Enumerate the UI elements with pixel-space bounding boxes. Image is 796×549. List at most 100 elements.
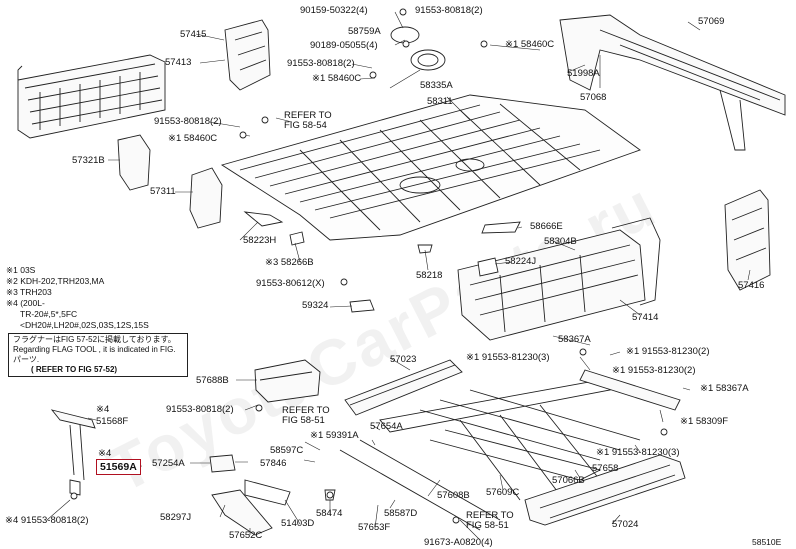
label-58587D[interactable]: 58587D bbox=[384, 508, 418, 519]
reference-link[interactable]: ( REFER TO FIG 57-52) bbox=[31, 365, 118, 374]
part-57413-panel bbox=[17, 54, 166, 139]
label-57413[interactable]: 57413 bbox=[165, 57, 192, 68]
label-58223H[interactable]: 58223H bbox=[243, 235, 277, 246]
note-4b: TR-20#,5*,5FC bbox=[20, 309, 78, 319]
label-91553h[interactable]: ※1 91553-81230(3) bbox=[596, 447, 680, 458]
label-57415[interactable]: 57415 bbox=[180, 29, 207, 40]
label-51568F-note: ※4 bbox=[96, 404, 110, 415]
label-58759A[interactable]: 58759A bbox=[348, 26, 381, 37]
part-58266B bbox=[289, 231, 305, 246]
label-58311[interactable]: 58311 bbox=[427, 96, 453, 107]
label-91673[interactable]: 91673-A0820(4) bbox=[424, 537, 493, 548]
label-57254A[interactable]: 57254A bbox=[152, 458, 185, 469]
label-57069[interactable]: 57069 bbox=[698, 16, 725, 27]
label-91553b[interactable]: 91553-80818(2) bbox=[415, 5, 483, 16]
part-51569A-rod bbox=[69, 424, 85, 481]
part-58666E bbox=[481, 221, 521, 234]
label-51403D[interactable]: 51403D bbox=[281, 518, 315, 529]
label-57414[interactable]: 57414 bbox=[632, 312, 659, 323]
label-58666E[interactable]: 58666E bbox=[530, 221, 563, 232]
note-1: ※1 03S bbox=[6, 265, 36, 275]
label-58335A[interactable]: 58335A bbox=[420, 80, 453, 91]
label-59324[interactable]: 59324 bbox=[302, 300, 329, 311]
part-57023 bbox=[344, 359, 463, 416]
reference-box: フラグナーはFIG 57-52に掲載しております。 Regarding FLAG… bbox=[8, 333, 188, 377]
label-57024[interactable]: 57024 bbox=[612, 519, 639, 530]
label-57066B[interactable]: 57066B bbox=[552, 475, 585, 486]
label-57658[interactable]: 57658 bbox=[592, 463, 619, 474]
part-58218 bbox=[417, 244, 433, 254]
label-58367Ab[interactable]: ※1 58367A bbox=[700, 383, 749, 394]
label-57311[interactable]: 57311 bbox=[150, 186, 176, 197]
label-90189[interactable]: 90189-05055(4) bbox=[310, 40, 378, 51]
label-51568F[interactable]: 51568F bbox=[96, 416, 129, 427]
label-57416[interactable]: 57416 bbox=[738, 280, 765, 291]
part-57652C bbox=[211, 489, 273, 536]
note-3: ※3 TRH203 bbox=[6, 287, 52, 297]
ref-5851b-fig[interactable]: FIG 58-51 bbox=[466, 520, 509, 531]
label-58224J[interactable]: 58224J bbox=[505, 256, 537, 267]
label-90159[interactable]: 90159-50322(4) bbox=[300, 5, 368, 16]
label-57846[interactable]: 57846 bbox=[260, 458, 287, 469]
reference-en: Regarding FLAG TOOL , it is indicated in… bbox=[13, 345, 176, 364]
label-91553a[interactable]: 91553-80818(2) bbox=[287, 58, 355, 69]
fasteners bbox=[70, 8, 668, 524]
part-57688B bbox=[254, 359, 321, 403]
part-58759A bbox=[390, 26, 420, 44]
label-58460Cb[interactable]: ※1 58460C bbox=[505, 39, 555, 50]
label-91553i[interactable]: 91553-80818(2) bbox=[166, 404, 234, 415]
label-57023[interactable]: 57023 bbox=[390, 354, 417, 365]
label-57608B[interactable]: 57608B bbox=[437, 490, 470, 501]
label-57653F[interactable]: 57653F bbox=[358, 522, 391, 533]
ref-5854-fig[interactable]: FIG 58-54 bbox=[284, 120, 327, 131]
part-57846 bbox=[209, 454, 236, 473]
label-57321B[interactable]: 57321B bbox=[72, 155, 105, 166]
part-57415 bbox=[224, 19, 271, 91]
label-91553g[interactable]: ※1 91553-81230(2) bbox=[612, 365, 696, 376]
label-58597C[interactable]: 58597C bbox=[270, 445, 304, 456]
part-58309F-rail bbox=[579, 369, 681, 411]
label-58266B[interactable]: ※3 58266B bbox=[265, 257, 314, 268]
ref-5851b[interactable]: REFER TO bbox=[466, 510, 514, 521]
label-91553j[interactable]: ※4 91553-80818(2) bbox=[5, 515, 89, 526]
note-2: ※2 KDH-202,TRH203,MA bbox=[6, 276, 105, 286]
label-91553f[interactable]: ※1 91553-81230(2) bbox=[626, 346, 710, 357]
label-51569A-highlighted[interactable]: 51569A bbox=[96, 459, 141, 475]
label-91553e[interactable]: ※1 91553-81230(3) bbox=[466, 352, 550, 363]
part-57416 bbox=[724, 189, 771, 291]
ref-5851a-fig[interactable]: FIG 58-51 bbox=[282, 415, 325, 426]
label-58218[interactable]: 58218 bbox=[416, 270, 443, 281]
note-4: ※4 (200L- bbox=[6, 298, 45, 308]
label-91553c[interactable]: 91553-80818(2) bbox=[154, 116, 222, 127]
label-57688B[interactable]: 57688B bbox=[196, 375, 229, 386]
label-58297J[interactable]: 58297J bbox=[160, 512, 192, 523]
reference-jp: フラグナーはFIG 57-52に掲載しております。 bbox=[13, 335, 176, 344]
diagram-code: 58510E bbox=[752, 537, 782, 547]
part-57069-rail bbox=[559, 14, 786, 151]
label-57652C[interactable]: 57652C bbox=[229, 530, 263, 541]
label-57654A[interactable]: 57654A bbox=[370, 421, 403, 432]
label-59391A[interactable]: ※1 59391A bbox=[310, 430, 359, 441]
label-51569A-note: ※4 bbox=[98, 448, 112, 459]
label-58460Cc[interactable]: ※1 58460C bbox=[168, 133, 218, 144]
label-58460Ca[interactable]: ※1 58460C bbox=[312, 73, 362, 84]
part-51568F bbox=[50, 409, 96, 429]
label-91553d[interactable]: 91553-80612(X) bbox=[256, 278, 325, 289]
ref-5851a[interactable]: REFER TO bbox=[282, 405, 330, 416]
leader-lines bbox=[46, 11, 751, 541]
part-58335A bbox=[410, 49, 446, 71]
frame-rails bbox=[339, 379, 641, 531]
part-58304B bbox=[457, 229, 646, 341]
part-58223H bbox=[243, 211, 284, 227]
label-57068[interactable]: 57068 bbox=[580, 92, 607, 103]
part-57321B bbox=[117, 134, 151, 191]
label-58367A[interactable]: 58367A bbox=[558, 334, 591, 345]
label-58304B[interactable]: 58304B bbox=[544, 236, 577, 247]
ref-5854[interactable]: REFER TO bbox=[284, 110, 332, 121]
note-4c: <DH20#,LH20#,02S,03S,12S,15S bbox=[20, 320, 149, 330]
label-58474[interactable]: 58474 bbox=[316, 508, 343, 519]
label-57609C[interactable]: 57609C bbox=[486, 487, 520, 498]
label-58309F[interactable]: ※1 58309F bbox=[680, 416, 729, 427]
label-51998A[interactable]: 51998A bbox=[567, 68, 600, 79]
